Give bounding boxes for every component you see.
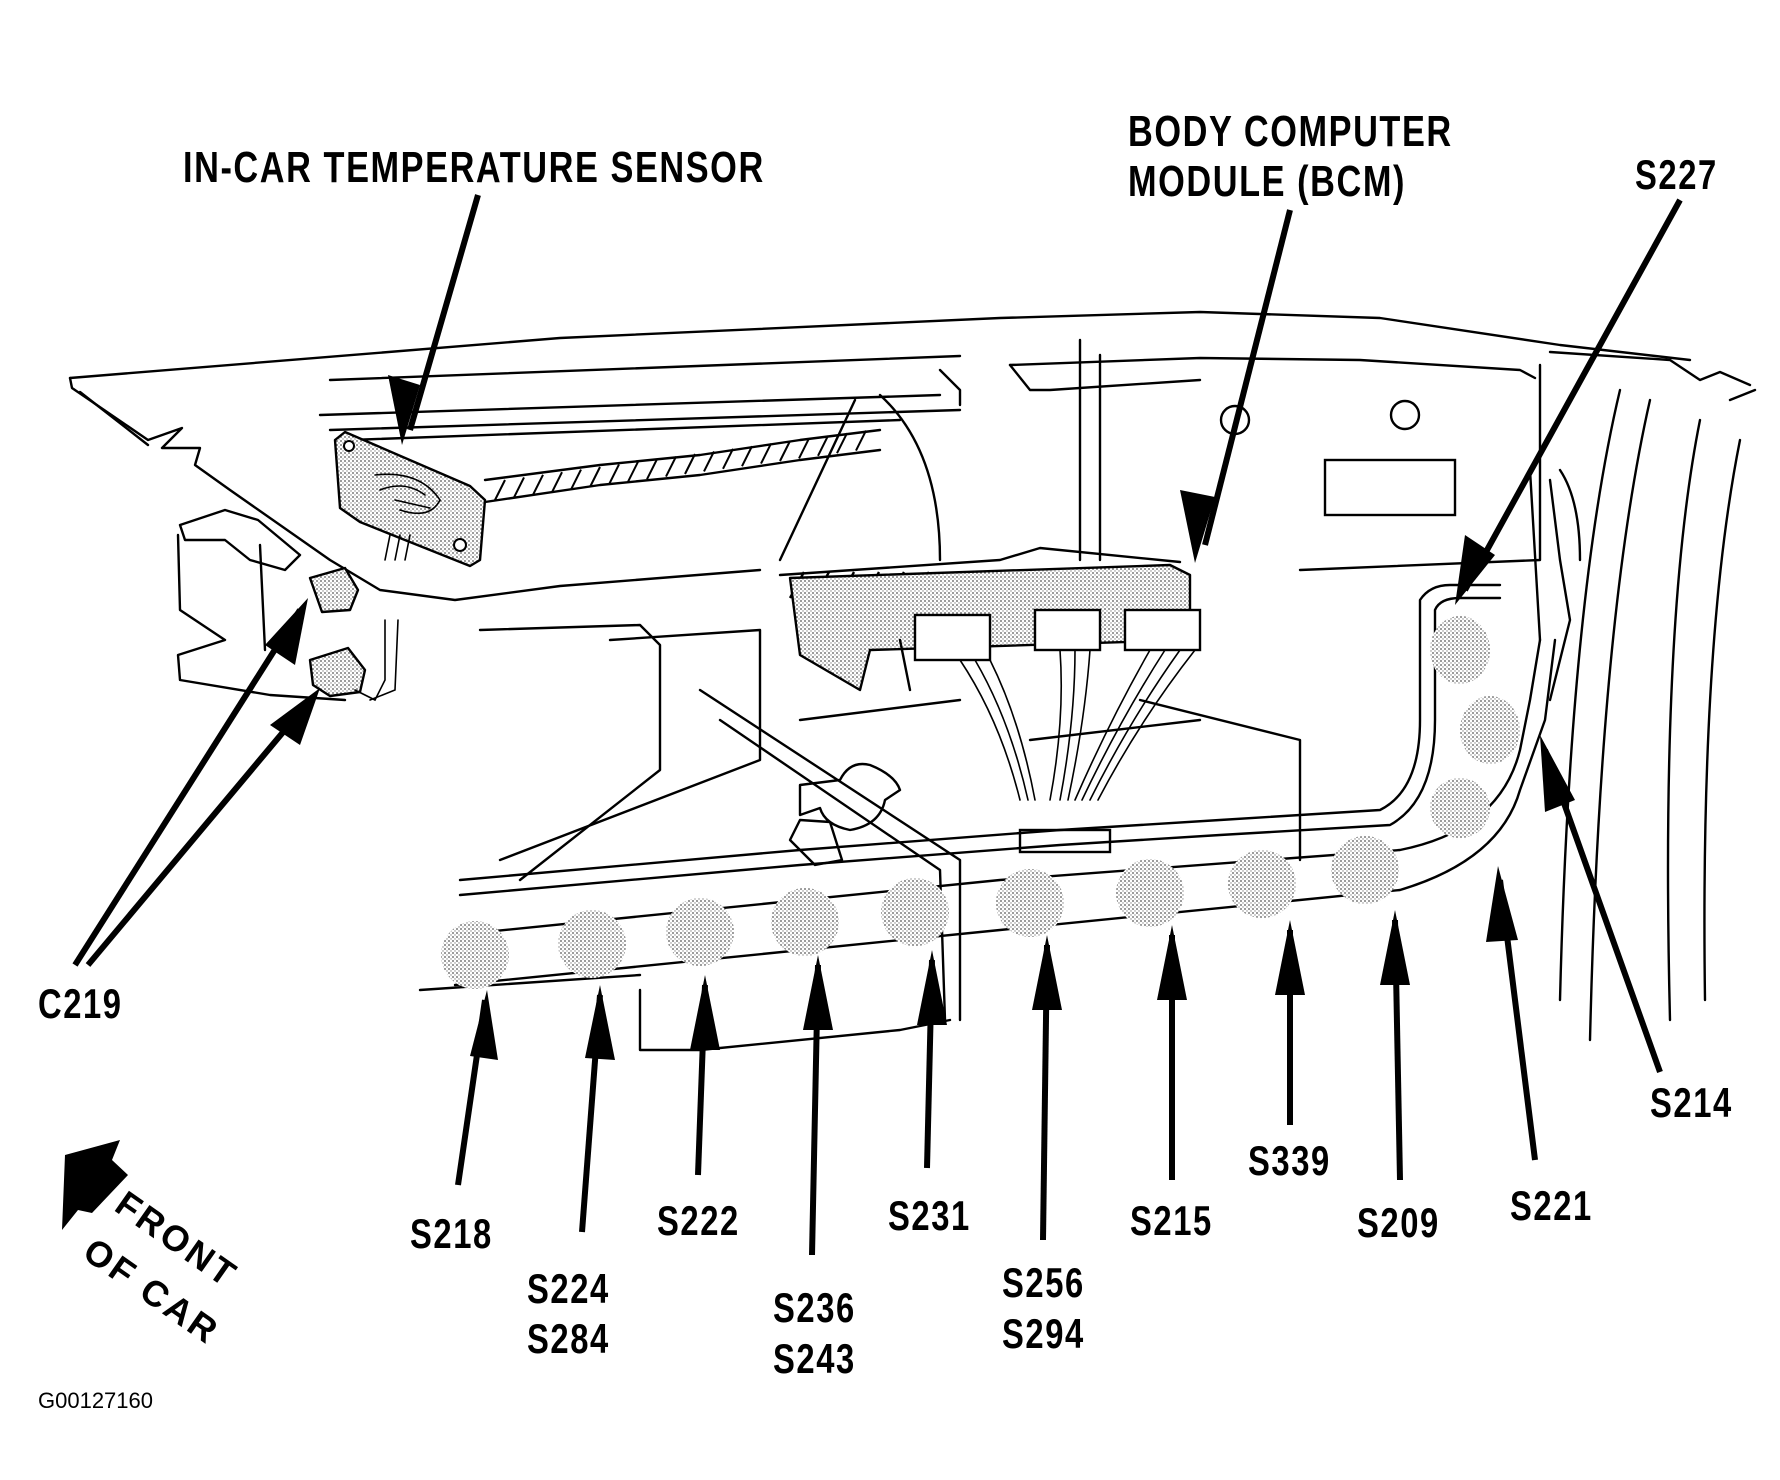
braid-mark (855, 430, 867, 452)
braid-mark (589, 466, 601, 488)
label-c219: C219 (38, 980, 123, 1027)
dash-structure (478, 338, 1542, 1022)
label-bcm-line1: BODY COMPUTER (1128, 107, 1453, 156)
braid-mark (836, 432, 848, 454)
arrow-in-car-temp-sensor (407, 194, 481, 431)
label-s243: S243 (773, 1335, 856, 1382)
arrow-c219-lower (85, 698, 313, 967)
label-s214: S214 (1650, 1079, 1733, 1126)
label-s284: S284 (527, 1315, 610, 1362)
label-s339: S339 (1248, 1137, 1331, 1184)
label-s222: S222 (657, 1197, 740, 1244)
body-computer-module (778, 546, 1202, 854)
front-of-car-arrow (62, 1140, 128, 1230)
arrow-s227 (1462, 198, 1683, 592)
braid-mark (513, 476, 525, 498)
in-car-temperature-sensor (333, 430, 487, 568)
label-s294: S294 (1002, 1310, 1085, 1357)
braid-mark (703, 450, 715, 472)
braid-mark (741, 445, 753, 467)
c219-connector-area (176, 508, 411, 702)
braid-mark (684, 453, 696, 475)
label-s256: S256 (1002, 1259, 1085, 1306)
label-bcm-line2: MODULE (BCM) (1128, 157, 1406, 206)
label-in-car-temperature-sensor: IN-CAR TEMPERATURE SENSOR (183, 143, 765, 192)
arrow-c219-upper (72, 608, 303, 967)
braid-mark (646, 458, 658, 480)
label-s231: S231 (888, 1192, 971, 1239)
lower-harness (418, 583, 1557, 1052)
label-s236: S236 (773, 1284, 856, 1331)
body-pillar (1528, 388, 1742, 1042)
braid-mark (551, 471, 563, 493)
label-s221: S221 (1510, 1182, 1593, 1229)
label-s224: S224 (527, 1265, 610, 1312)
braid-mark (817, 435, 829, 457)
dashboard-outline (68, 310, 1757, 602)
braid-mark (532, 474, 544, 496)
figure-id: G00127160 (38, 1388, 153, 1413)
braid-mark (760, 443, 772, 465)
arrow-bcm (1202, 209, 1293, 546)
braid-mark (608, 463, 620, 485)
label-s218: S218 (410, 1210, 493, 1257)
mounting-bracket (788, 762, 902, 867)
braid-mark (494, 479, 506, 501)
braid-mark (779, 440, 791, 462)
braid-mark (722, 448, 734, 470)
braid-mark (798, 437, 810, 459)
label-s215: S215 (1130, 1197, 1213, 1244)
label-s227: S227 (1635, 151, 1718, 198)
braid-mark (627, 461, 639, 483)
braid-mark (665, 456, 677, 478)
leader-arrows (62, 194, 1683, 1256)
label-s209: S209 (1357, 1199, 1440, 1246)
braid-mark (570, 469, 582, 491)
